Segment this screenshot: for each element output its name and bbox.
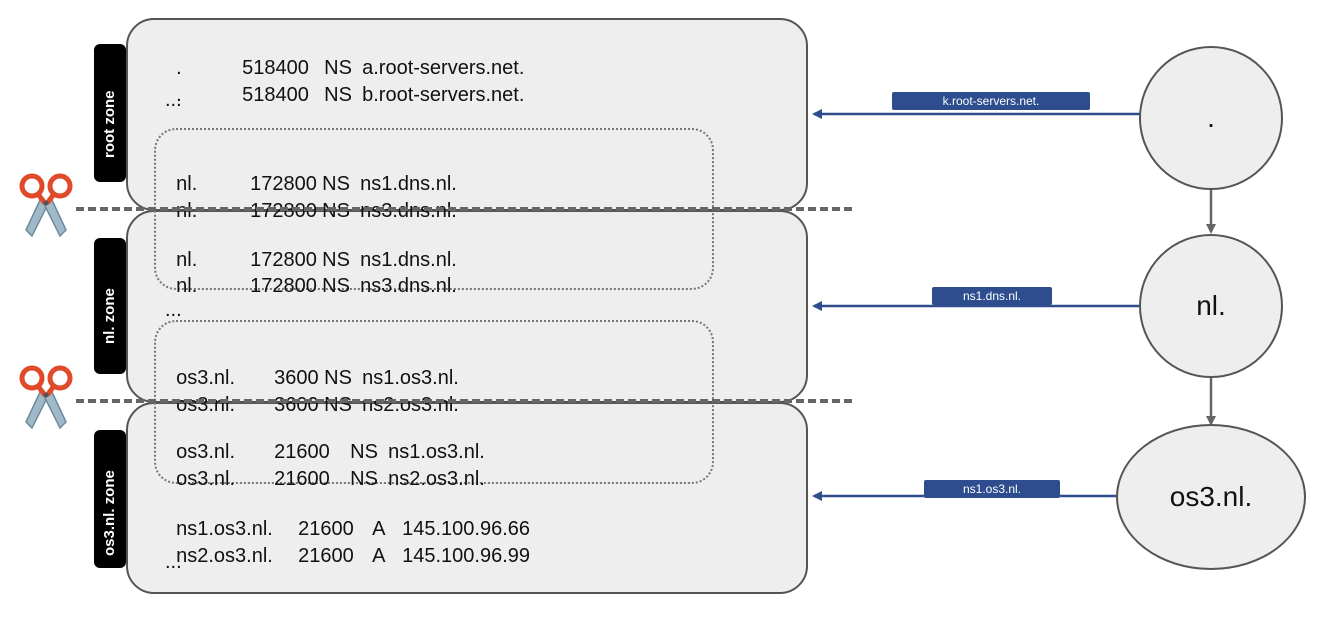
os3-zone-tab: os3.nl. zone — [94, 430, 126, 568]
record-value: a.root-servers.net. — [362, 57, 525, 79]
record-name: ns1.os3.nl. — [176, 518, 273, 540]
os3-glue-record-1: ns1.os3.nl. 21600 A 145.100.96.66 — [165, 493, 530, 541]
record-type: NS — [350, 441, 378, 463]
record-type: NS — [322, 275, 350, 297]
nl-node-label: nl. — [1196, 290, 1226, 321]
record-type: NS — [322, 200, 350, 222]
record-value: ns1.dns.nl. — [360, 173, 457, 195]
record-value: b.root-servers.net. — [362, 84, 525, 106]
record-name: ns2.os3.nl. — [176, 545, 273, 567]
root-zone-box — [126, 18, 808, 211]
os3-ellipsis: ... — [165, 551, 182, 573]
record-name: . — [176, 84, 182, 106]
record-ttl: 172800 — [250, 275, 317, 297]
record-value: ns3.dns.nl. — [360, 275, 457, 297]
root-zone-tab: root zone — [94, 44, 126, 182]
scissors-icon — [19, 365, 73, 430]
record-ttl: 518400 — [242, 84, 309, 106]
record-type: A — [372, 545, 386, 567]
record-ttl: 172800 — [250, 200, 317, 222]
scissors-icon — [19, 173, 73, 238]
root-server-label: k.root-servers.net. — [892, 92, 1090, 110]
record-type: A — [372, 518, 386, 540]
root-record-1: . 518400 NS a.root-servers.net. — [165, 32, 524, 80]
os3-record-1: os3.nl. 21600 NS ns1.os3.nl. — [165, 416, 485, 464]
record-ttl: 21600 — [274, 441, 330, 463]
record-value: 145.100.96.99 — [402, 545, 531, 567]
record-name: nl. — [176, 275, 198, 297]
record-type: NS — [322, 173, 350, 195]
os3-node-label: os3.nl. — [1169, 481, 1253, 512]
root-ellipsis: ... — [165, 89, 182, 111]
record-type: NS — [324, 84, 352, 106]
os3-node: os3.nl. — [1116, 424, 1306, 570]
record-value: ns1.os3.nl. — [362, 367, 459, 389]
record-ttl: 21600 — [274, 468, 330, 490]
record-type: NS — [350, 468, 378, 490]
record-type: NS — [322, 249, 350, 271]
nl-ellipsis: ... — [165, 299, 182, 321]
record-name: os3.nl. — [176, 468, 236, 490]
nl-server-label: ns1.dns.nl. — [932, 287, 1052, 305]
nl-node: nl. — [1139, 234, 1283, 378]
nl-zone-box — [126, 210, 808, 403]
zone-cut-line-2 — [76, 399, 852, 403]
record-value: 145.100.96.66 — [402, 518, 531, 540]
os3-server-label: ns1.os3.nl. — [924, 480, 1060, 498]
root-node-label: . — [1207, 102, 1215, 133]
nl-zone-tab: nl. zone — [94, 238, 126, 374]
record-ttl: 172800 — [250, 249, 317, 271]
record-name: nl. — [176, 249, 198, 271]
record-type: NS — [324, 367, 352, 389]
record-name: os3.nl. — [176, 441, 236, 463]
record-type: NS — [324, 57, 352, 79]
record-ttl: 518400 — [242, 57, 309, 79]
record-value: ns1.dns.nl. — [360, 249, 457, 271]
record-name: os3.nl. — [176, 367, 236, 389]
record-ttl: 172800 — [250, 173, 317, 195]
record-value: ns1.os3.nl. — [388, 441, 485, 463]
record-ttl: 21600 — [298, 545, 354, 567]
zone-cut-line-1 — [76, 207, 852, 211]
record-ttl: 3600 — [274, 367, 319, 389]
record-value: ns2.os3.nl. — [388, 468, 485, 490]
root-node: . — [1139, 46, 1283, 190]
record-name: nl. — [176, 200, 198, 222]
record-name: nl. — [176, 173, 198, 195]
record-ttl: 21600 — [298, 518, 354, 540]
record-value: ns3.dns.nl. — [360, 200, 457, 222]
record-name: . — [176, 57, 182, 79]
os3-zone-box — [126, 402, 808, 594]
